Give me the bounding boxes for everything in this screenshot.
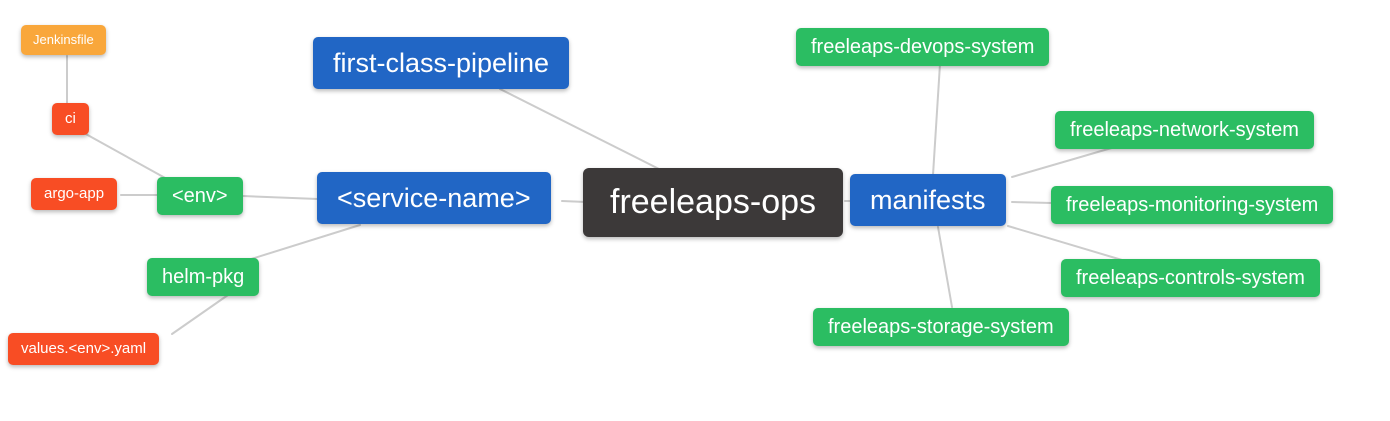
node-monitoring-system[interactable]: freeleaps-monitoring-system [1051, 186, 1334, 224]
edge-service-name-ops [561, 200, 587, 203]
edge-helm-pkg-values [171, 294, 229, 335]
edge-env-service-name [242, 195, 319, 200]
node-freeleaps-ops[interactable]: freeleaps-ops [583, 168, 844, 237]
edge-ci-env [83, 132, 168, 180]
node-argo-app[interactable]: argo-app [31, 178, 118, 210]
node-service-name[interactable]: <service-name> [317, 172, 551, 225]
node-values-env-yaml[interactable]: values.<env>.yaml [8, 333, 160, 365]
node-jenkinsfile[interactable]: Jenkinsfile [21, 25, 106, 55]
node-controls-system[interactable]: freeleaps-controls-system [1061, 259, 1320, 297]
edge-manifests-devops [932, 63, 941, 176]
node-first-class-pipeline[interactable]: first-class-pipeline [313, 37, 570, 90]
edge-service-name-helm-pkg [247, 224, 361, 261]
node-manifests[interactable]: manifests [850, 174, 1006, 227]
node-helm-pkg[interactable]: helm-pkg [147, 258, 260, 296]
edge-manifests-monitoring [1011, 201, 1053, 204]
node-storage-system[interactable]: freeleaps-storage-system [813, 308, 1069, 346]
edge-manifests-controls [1007, 225, 1123, 261]
node-env[interactable]: <env> [157, 177, 243, 215]
node-network-system[interactable]: freeleaps-network-system [1055, 111, 1314, 149]
node-devops-system[interactable]: freeleaps-devops-system [796, 28, 1050, 66]
edge-manifests-storage [937, 226, 953, 308]
node-ci[interactable]: ci [52, 103, 89, 135]
edge-manifests-network [1011, 146, 1116, 178]
edge-pipeline-ops [499, 88, 660, 170]
